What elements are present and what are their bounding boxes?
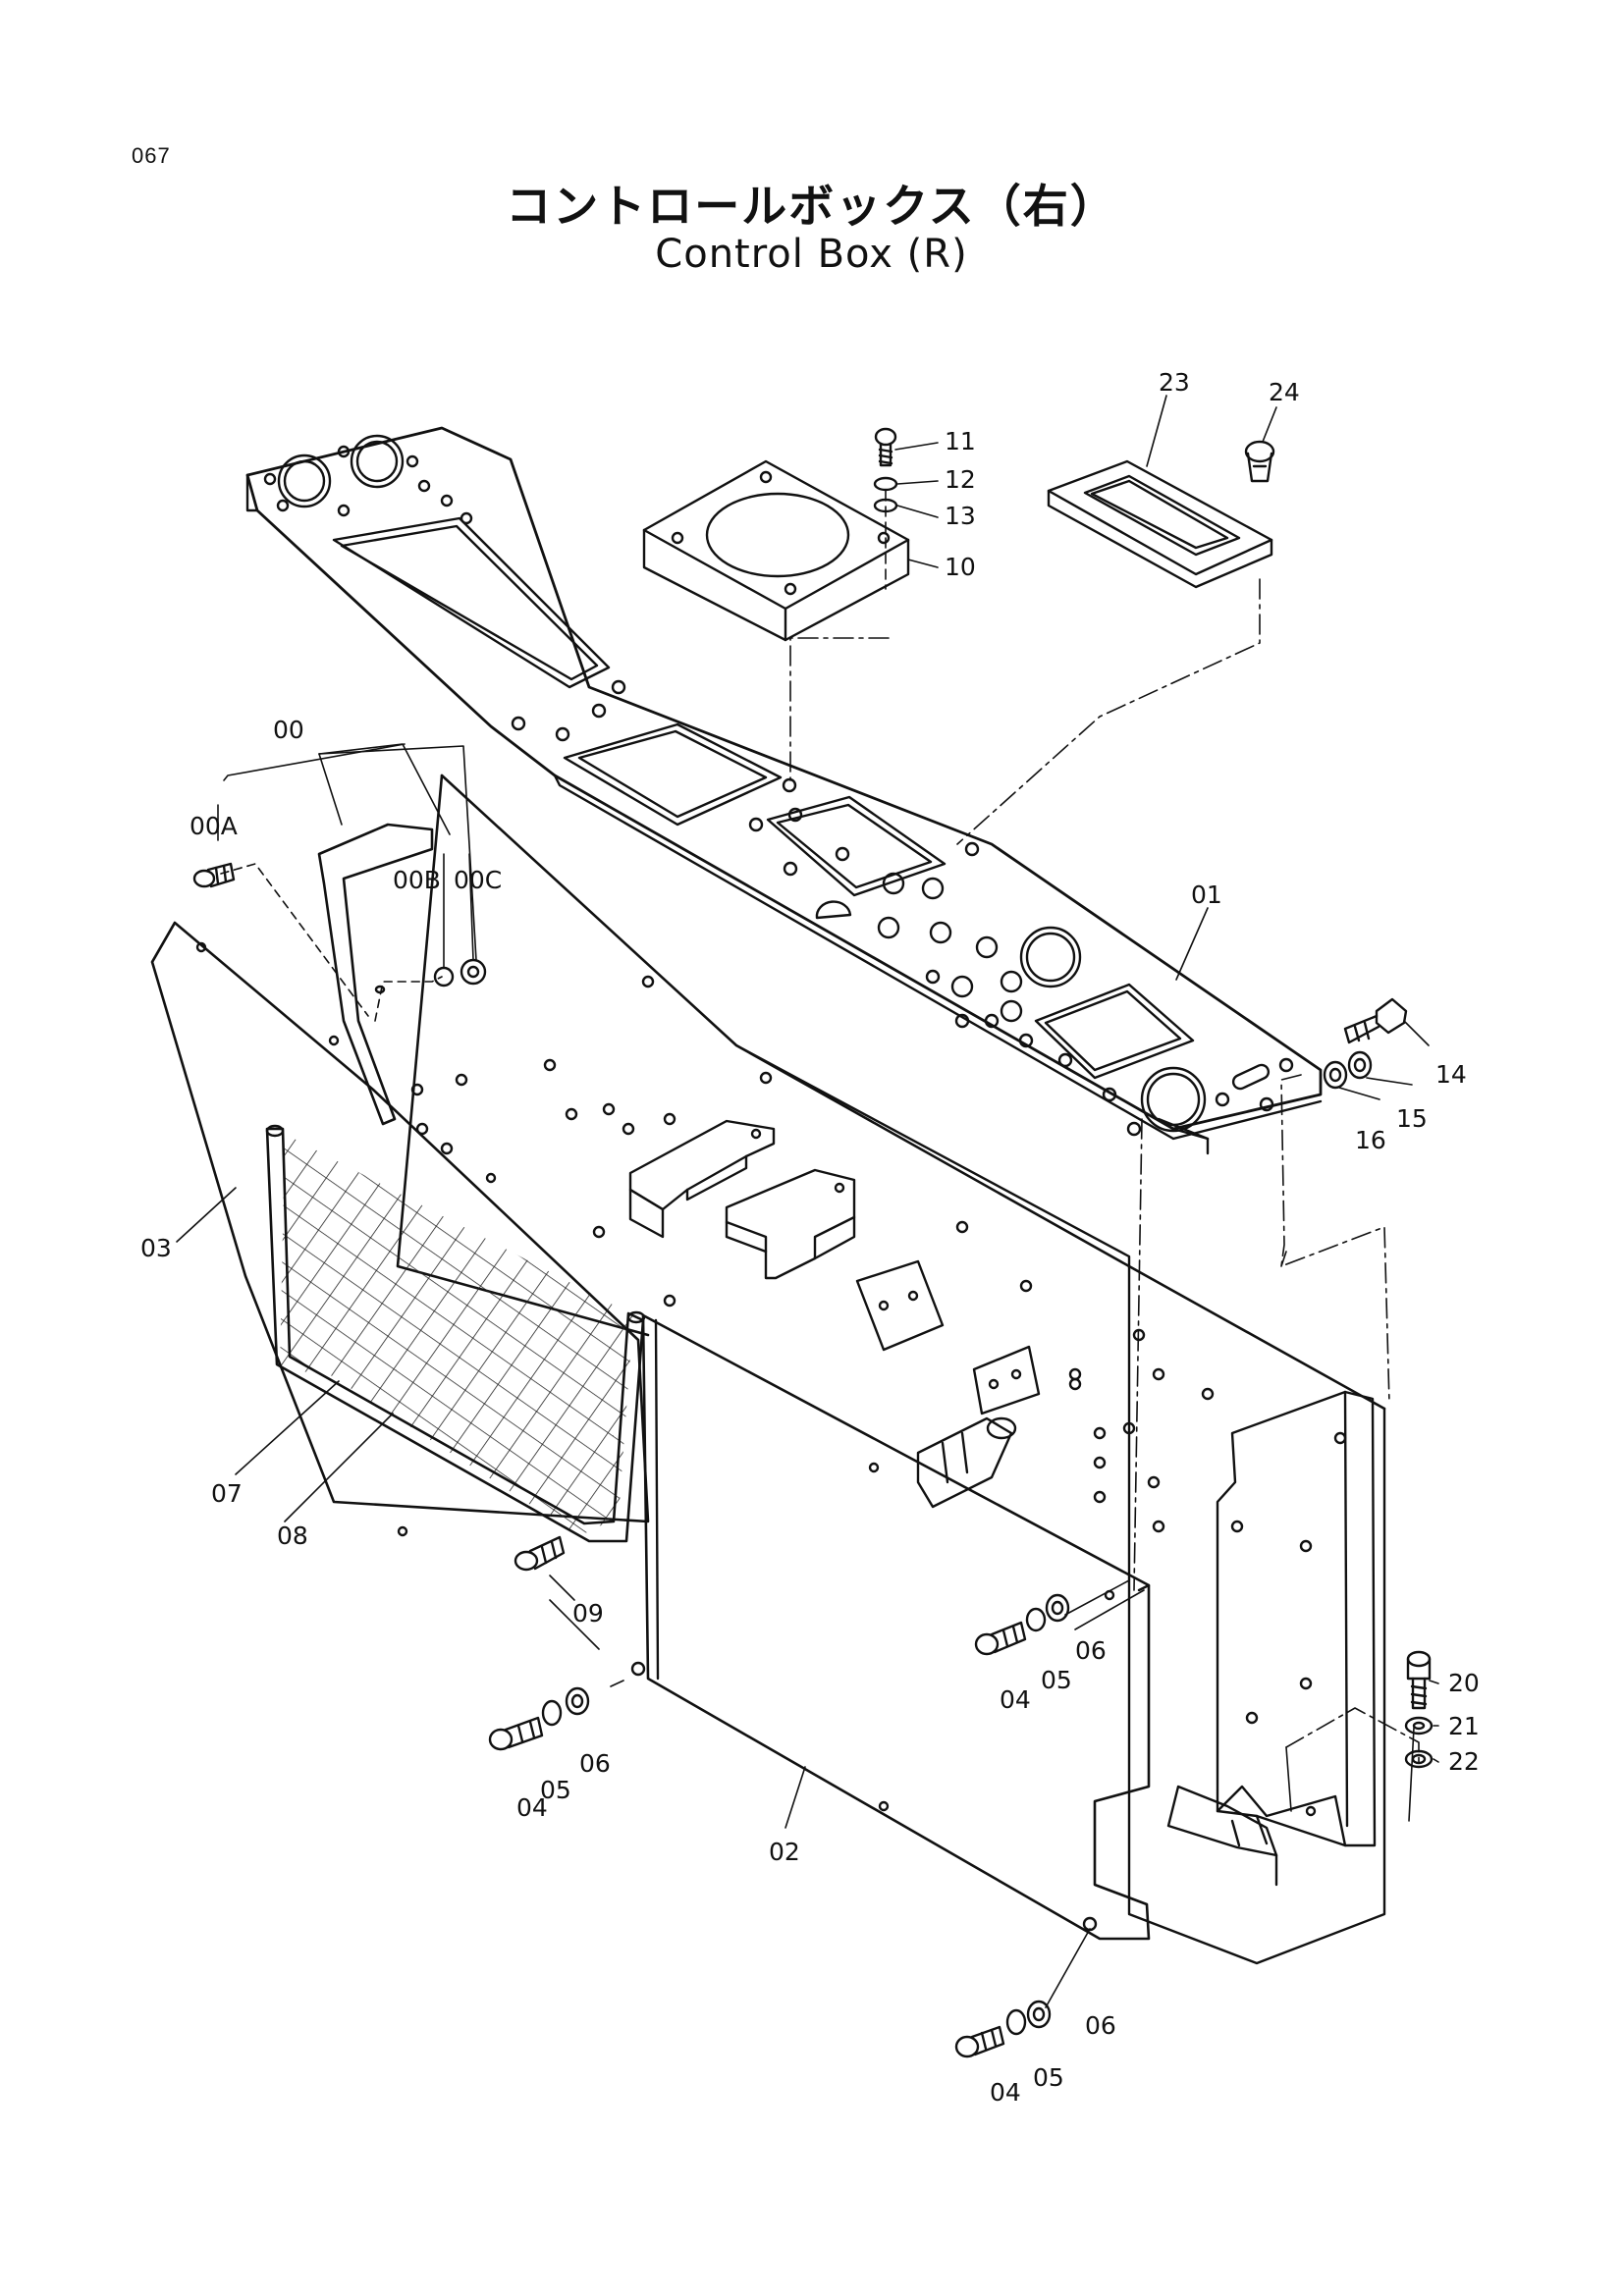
title-japanese: コントロールボックス（右） [506,180,1117,233]
mount-block-part-10 [642,459,910,642]
label-04-mid: 04 [1000,1685,1031,1714]
lock-washer-part-05-left [541,1699,563,1727]
label-14: 14 [1435,1060,1467,1089]
leader-lines [220,490,1420,2008]
label-04-left: 04 [516,1793,548,1822]
frame-part-00 [317,823,434,1126]
washer-part-22 [1404,1749,1434,1769]
washer-part-06-bottom [1026,2000,1052,2029]
nut-part-00c [460,958,487,986]
mesh-screen-part-07 [280,1134,633,1536]
bracket-upper [628,1119,776,1239]
bolt-part-09 [514,1535,566,1572]
label-24: 24 [1269,378,1300,406]
label-05-bottom: 05 [1033,2063,1064,2092]
washer-part-15 [1347,1050,1373,1080]
bracket-middle [725,1168,856,1280]
label-21: 21 [1448,1712,1480,1740]
page-number: 067 [132,143,171,168]
label-00c: 00C [454,866,502,894]
label-00: 00 [273,716,304,744]
label-03: 03 [140,1234,172,1262]
label-04-bottom: 04 [990,2078,1021,2107]
label-15: 15 [1396,1104,1428,1133]
washer-part-16 [1323,1060,1348,1090]
label-05-left: 05 [540,1776,571,1804]
hole-marker [374,985,386,994]
washer-part-06-left [565,1686,590,1716]
label-20: 20 [1448,1669,1480,1697]
lock-washer-part-12 [873,476,898,492]
bolt-part-00a [192,862,236,888]
left-panel-part-03 [150,921,650,1537]
side-panel-body [396,774,1386,1965]
label-01: 01 [1191,881,1222,909]
lock-washer-part-05-mid [1025,1607,1047,1632]
plate-small-1 [855,1259,945,1352]
label-02: 02 [769,1838,800,1866]
bolt-part-14 [1343,997,1408,1044]
label-06-mid: 06 [1075,1636,1107,1665]
switch-barrel [916,1416,1017,1509]
label-00b: 00B [393,866,441,894]
label-05-mid: 05 [1041,1666,1072,1694]
top-panel-part-01 [245,426,1323,1155]
plate-small-2 [972,1345,1041,1415]
cover-plate-part-23 [1047,459,1273,589]
title-english: Control Box (R) [655,232,968,277]
clip-part-24 [1244,440,1275,483]
label-22: 22 [1448,1747,1480,1776]
lock-washer-part-21 [1404,1716,1434,1735]
lock-washer-part-05-bottom [1005,2008,1027,2036]
label-06-left: 06 [579,1749,611,1778]
screw-part-11 [874,427,897,467]
front-panel-part-02 [630,1313,1151,1941]
bolt-part-20 [1406,1650,1432,1710]
label-09: 09 [572,1599,604,1628]
part-labels: 00 00A 00B 00C 01 02 03 04 05 06 04 05 0… [140,368,1480,2107]
bolt-part-04-bottom [954,2025,1005,2058]
washer-part-00b [433,966,455,988]
label-00a: 00A [189,812,238,840]
label-07: 07 [211,1479,243,1508]
label-13: 13 [945,502,976,530]
label-16: 16 [1355,1126,1386,1154]
washer-part-06-mid [1045,1593,1070,1623]
label-10: 10 [945,553,976,581]
bolt-part-04-mid [974,1621,1027,1656]
label-12: 12 [945,465,976,494]
label-11: 11 [945,427,976,455]
bolt-part-04-left [488,1716,544,1751]
label-leaders [176,395,1439,1829]
label-23: 23 [1159,368,1190,397]
label-06-bottom: 06 [1085,2011,1116,2040]
label-08: 08 [277,1522,308,1550]
